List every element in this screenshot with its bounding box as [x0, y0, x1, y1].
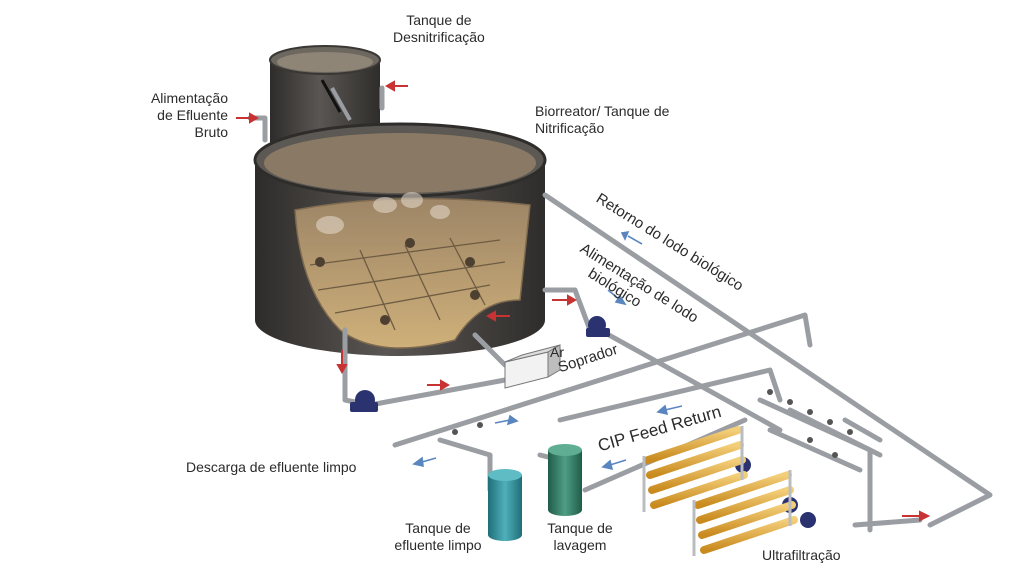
pump-bottom-left-icon [350, 390, 378, 412]
label-line: Nitrificação [535, 120, 605, 136]
arrow-cip-1-icon [656, 404, 683, 416]
pump-sludge-feed-icon [586, 316, 610, 337]
label-air: Ar [550, 344, 564, 360]
blower-unit [504, 344, 561, 389]
arrow-discharge-icon [412, 456, 437, 468]
label-line: Alimentação [150, 90, 228, 106]
arrow-sludge-feed-icon [552, 294, 578, 306]
label-line: Desnitrificação [393, 29, 485, 45]
label-line: Tanque de [406, 12, 472, 28]
valves [452, 389, 853, 458]
label-clean-discharge: Descarga de efluente limpo [186, 459, 357, 475]
return-arrows [412, 230, 683, 471]
label-line: Biorreator/ Tanque de [535, 103, 670, 119]
label-line: efluente limpo [394, 537, 482, 553]
arrow-blower-icon [427, 379, 451, 391]
aerators [315, 238, 480, 325]
aeration-grid [309, 237, 506, 331]
arrow-return-1-icon [620, 230, 643, 245]
label-line: lavagem [553, 537, 607, 553]
arrow-denit-icon [384, 80, 408, 92]
arrow-raw-feed-icon [236, 112, 260, 124]
flow-arrows [236, 80, 931, 522]
clean-effluent-tank [488, 469, 522, 541]
ultrafiltration-modules [642, 426, 798, 556]
label-line: Tanque de [547, 520, 613, 536]
label-line: Tanque de [405, 520, 471, 536]
arrow-feed-down-icon [607, 289, 627, 306]
label-line: de Efluente [157, 107, 228, 123]
label-clean-tank: Tanque de efluente limpo [388, 520, 488, 554]
arrow-down-icon [336, 350, 348, 375]
bioreactor-tank [253, 122, 547, 356]
label-bioreactor: Biorreator/ Tanque de Nitrificação [535, 103, 669, 137]
arrow-uf-out-icon [902, 510, 931, 522]
label-wash-tank: Tanque de lavagem [540, 520, 620, 554]
label-line: Bruto [194, 124, 228, 140]
arrow-tank-out-icon [485, 310, 510, 322]
arrow-cip-2-icon [601, 459, 627, 471]
label-ultrafiltration: Ultrafiltração [762, 547, 841, 563]
air-bubbles [316, 192, 450, 234]
arrow-cip-3-icon [494, 414, 519, 426]
label-denitrification-tank: Tanque de Desnitrificação [393, 12, 485, 46]
label-raw-effluent-feed: Alimentação de Efluente Bruto [128, 90, 228, 141]
wash-tank [548, 444, 582, 516]
